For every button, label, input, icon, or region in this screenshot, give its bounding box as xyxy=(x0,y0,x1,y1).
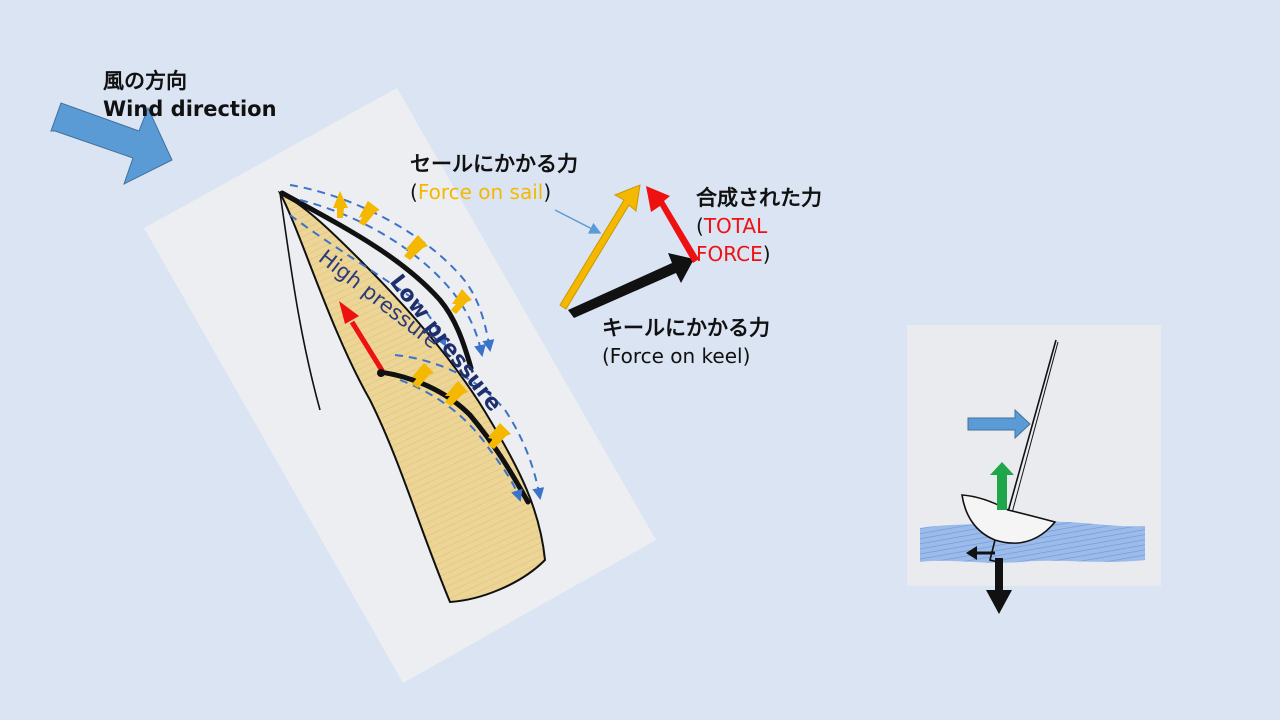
sail-force-vector xyxy=(559,184,641,310)
boat-inset xyxy=(907,325,1161,614)
inset-wind-arrow xyxy=(967,408,1031,440)
sail-total-force-arrow xyxy=(349,320,386,374)
airflow-wind-1 xyxy=(289,214,446,347)
inset-lift-arrow xyxy=(990,462,1014,510)
wind-direction-arrow xyxy=(50,102,173,185)
sail-force-label-en: (Force on sail) xyxy=(410,180,552,204)
hull xyxy=(961,494,1057,544)
wind-label-jp: 風の方向 xyxy=(103,69,187,93)
airflow-main-2 xyxy=(399,379,523,502)
keel-force-label-en: (Force on keel) xyxy=(602,344,751,368)
sail-force-arrows xyxy=(333,191,511,449)
wind-label-en: Wind direction xyxy=(103,97,277,121)
sail-shape xyxy=(277,190,547,604)
total-force-vector xyxy=(646,186,699,263)
jib-line xyxy=(279,190,474,371)
keel-force-vector xyxy=(568,253,694,318)
total-force-label-en-1: (TOTAL xyxy=(696,214,768,238)
keel-force-label-jp: キールにかかる力 xyxy=(602,316,770,340)
total-force-label-en-2: FORCE) xyxy=(696,242,771,266)
force-triangle xyxy=(554,184,699,318)
mainsail-line xyxy=(377,369,531,505)
total-force-label-jp: 合成された力 xyxy=(696,186,822,210)
sail-sketch-paper xyxy=(144,88,656,683)
inset-down-arrow xyxy=(986,590,1012,614)
airflow-lee-1 xyxy=(289,184,495,352)
sail-force-label-jp: セールにかかる力 xyxy=(410,152,578,176)
airflow-lee-2 xyxy=(299,199,486,357)
